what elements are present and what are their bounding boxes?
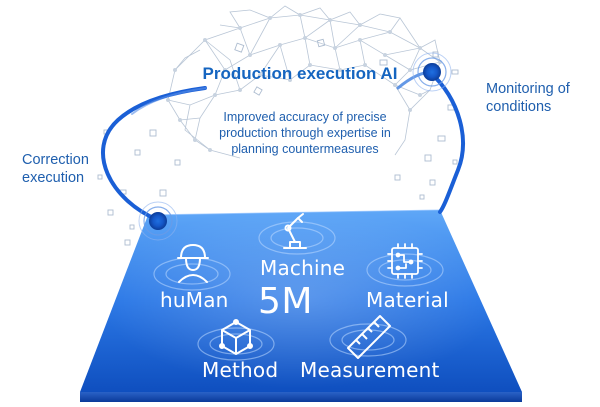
label-line: conditions [486, 99, 552, 115]
diagram-title: Production execution AI [202, 64, 398, 83]
human-label: huMan [160, 288, 229, 312]
worker-helmet-icon [177, 244, 209, 283]
network-fragments [97, 38, 459, 246]
measurement-label: Measurement [300, 358, 440, 382]
material-label: Material [366, 288, 449, 312]
monitoring-node [412, 52, 452, 92]
subtitle-line: planning countermeasures [231, 142, 379, 156]
correction-node [138, 201, 178, 241]
network-nodes [166, 13, 442, 152]
five-m-label: 5M [258, 281, 313, 322]
method-label: Method [202, 358, 279, 382]
label-line: execution [22, 170, 85, 186]
subtitle-line: Improved accuracy of precise [223, 110, 387, 124]
correction-execution-label: Correction execution [22, 151, 89, 187]
label-line: Correction [22, 152, 89, 168]
chip-icon [387, 243, 423, 279]
robot-arm-icon [283, 213, 307, 249]
diagram-subtitle: Improved accuracy of precise production … [205, 109, 405, 157]
ruler-icon [347, 315, 391, 359]
cube-icon [219, 319, 253, 355]
subtitle-line: production through expertise in [219, 126, 391, 140]
label-line: Monitoring of [486, 81, 570, 97]
machine-label: Machine [260, 256, 346, 280]
monitoring-conditions-label: Monitoring of conditions [486, 80, 570, 116]
platform [80, 208, 522, 402]
